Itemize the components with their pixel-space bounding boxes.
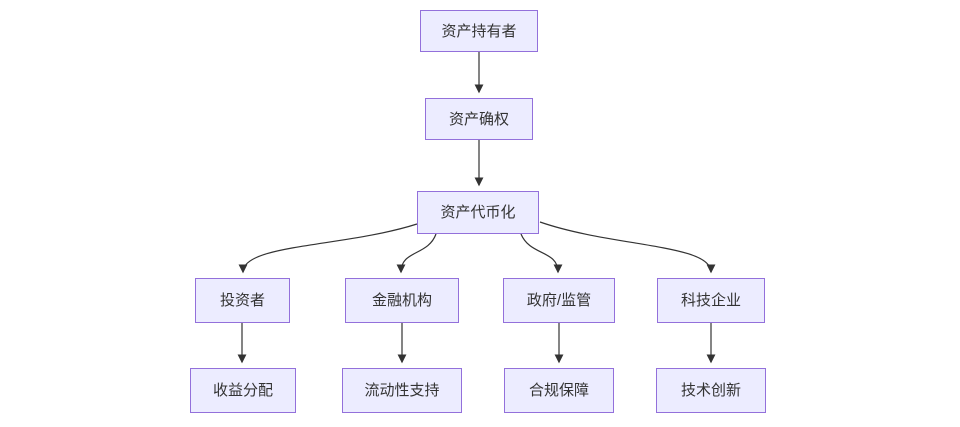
edge-tokenization-to-investors <box>238 223 418 274</box>
node-revenue-distribution-label: 收益分配 <box>212 382 273 399</box>
node-technology-innovation-label: 技术创新 <box>680 382 741 399</box>
node-government-regulation: 政府/监管 <box>503 278 615 323</box>
node-asset-tokenization-label: 资产代币化 <box>440 204 516 221</box>
node-tech-enterprises-label: 科技企业 <box>680 292 741 309</box>
edge-tokenization-to-government <box>520 233 563 274</box>
node-asset-confirmation-label: 资产确权 <box>448 110 509 128</box>
edge-tokenization-to-tech <box>539 221 716 274</box>
node-compliance-guarantee: 合规保障 <box>504 368 614 413</box>
node-asset-tokenization: 资产代币化 <box>417 191 539 234</box>
node-financial-institutions-label: 金融机构 <box>371 292 432 309</box>
edge-tokenization-to-financial <box>396 233 437 274</box>
node-asset-holder-label: 资产持有者 <box>441 22 517 40</box>
node-financial-institutions: 金融机构 <box>345 278 459 323</box>
node-liquidity-support: 流动性支持 <box>342 368 462 413</box>
node-investors: 投资者 <box>195 278 290 323</box>
node-investors-label: 投资者 <box>219 292 265 309</box>
node-tech-enterprises: 科技企业 <box>657 278 765 323</box>
node-asset-holder: 资产持有者 <box>420 10 538 52</box>
node-asset-confirmation: 资产确权 <box>425 98 533 140</box>
node-liquidity-support-label: 流动性支持 <box>364 382 440 399</box>
node-compliance-guarantee-label: 合规保障 <box>528 382 589 399</box>
node-revenue-distribution: 收益分配 <box>190 368 296 413</box>
node-government-regulation-label: 政府/监管 <box>526 292 592 309</box>
node-technology-innovation: 技术创新 <box>656 368 766 413</box>
